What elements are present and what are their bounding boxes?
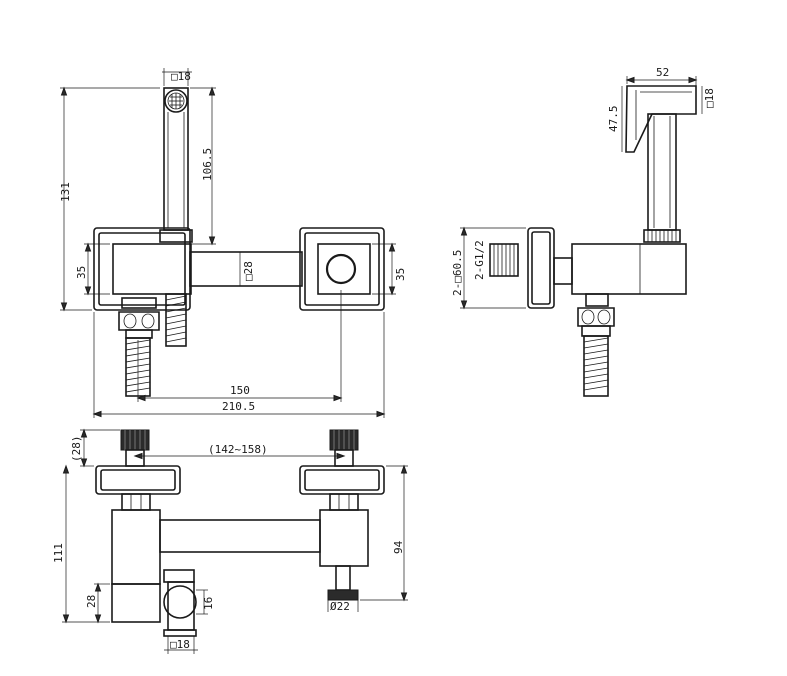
side-dim-flange: 2-□60.5 <box>451 250 464 296</box>
front-view: □18 131 106.5 35 □28 35 150 210.5 <box>59 68 407 418</box>
side-dim-head-square: □18 <box>703 88 716 108</box>
left-valve-block <box>112 243 192 295</box>
dim-total-height: 131 <box>59 182 72 202</box>
dim-hanger-height: 106.5 <box>201 148 214 181</box>
side-threaded-inlet <box>489 243 519 277</box>
side-dimension-arrows <box>460 76 698 310</box>
dim-bottom-square: □18 <box>170 638 190 651</box>
right-round-cap <box>327 589 359 601</box>
side-spray-head <box>625 85 697 153</box>
right-valve-block <box>317 243 371 295</box>
side-handle-tube <box>647 113 677 231</box>
left-valve-column <box>111 509 161 585</box>
dim-head-square: □18 <box>171 70 191 83</box>
bottom-connecting-bar <box>159 519 321 553</box>
left-hex-fitting <box>121 493 151 511</box>
side-valve-body <box>571 243 687 295</box>
left-valve-base <box>111 583 161 623</box>
right-wall-flange <box>299 227 385 311</box>
dim-block-height-left: 35 <box>75 266 88 279</box>
right-valve-column <box>319 509 369 567</box>
bottom-dimension-arrows <box>62 428 408 624</box>
inlet-nut-top <box>121 297 157 309</box>
side-hex-nut <box>577 307 615 327</box>
dim-valve-depth: 94 <box>392 540 405 554</box>
holder-top <box>163 569 195 583</box>
right-hex-fitting <box>329 493 359 511</box>
dim-overall-depth: 111 <box>52 543 65 563</box>
dim-thread-length: (28) <box>70 436 83 463</box>
side-dim-head-width: 52 <box>656 66 669 79</box>
right-outlet-circle <box>325 253 357 285</box>
bottom-view: (28) (142~158) 111 94 28 16 Ø22 □18 <box>52 428 408 654</box>
spray-hose-ribbed <box>165 293 187 347</box>
dim-overall-width: 210.5 <box>222 400 255 413</box>
side-view: 52 □18 47.5 2-G1/2 2-□60.5 <box>451 66 716 397</box>
dim-connector-height: 16 <box>202 597 215 610</box>
dim-adjust-range: (142~158) <box>208 443 268 456</box>
spray-holder-collar <box>159 229 193 243</box>
dim-center-distance: 150 <box>230 384 250 397</box>
side-dim-head-depth: 47.5 <box>607 106 620 133</box>
side-connector <box>553 257 573 285</box>
connecting-bar <box>189 251 303 287</box>
side-hose-ribbed <box>583 335 609 397</box>
spray-head-circle <box>164 89 188 113</box>
dim-round-diameter: Ø22 <box>330 600 350 613</box>
inlet-hex-nut <box>118 311 160 331</box>
right-stem <box>335 565 351 591</box>
front-dimension-lines <box>60 68 396 418</box>
bottom-dimension-lines <box>62 429 408 654</box>
spray-nozzle-grid <box>169 93 183 109</box>
holder-swivel <box>163 585 197 619</box>
dim-bar-square: □28 <box>242 261 255 281</box>
side-dim-thread: 2-G1/2 <box>473 240 486 280</box>
dim-block-height-right: 35 <box>394 268 407 281</box>
dim-connector-offset: 28 <box>85 595 98 608</box>
side-knurled-ring <box>643 229 681 243</box>
side-dimension-lines <box>460 76 703 309</box>
front-dimension-arrows <box>60 86 396 418</box>
